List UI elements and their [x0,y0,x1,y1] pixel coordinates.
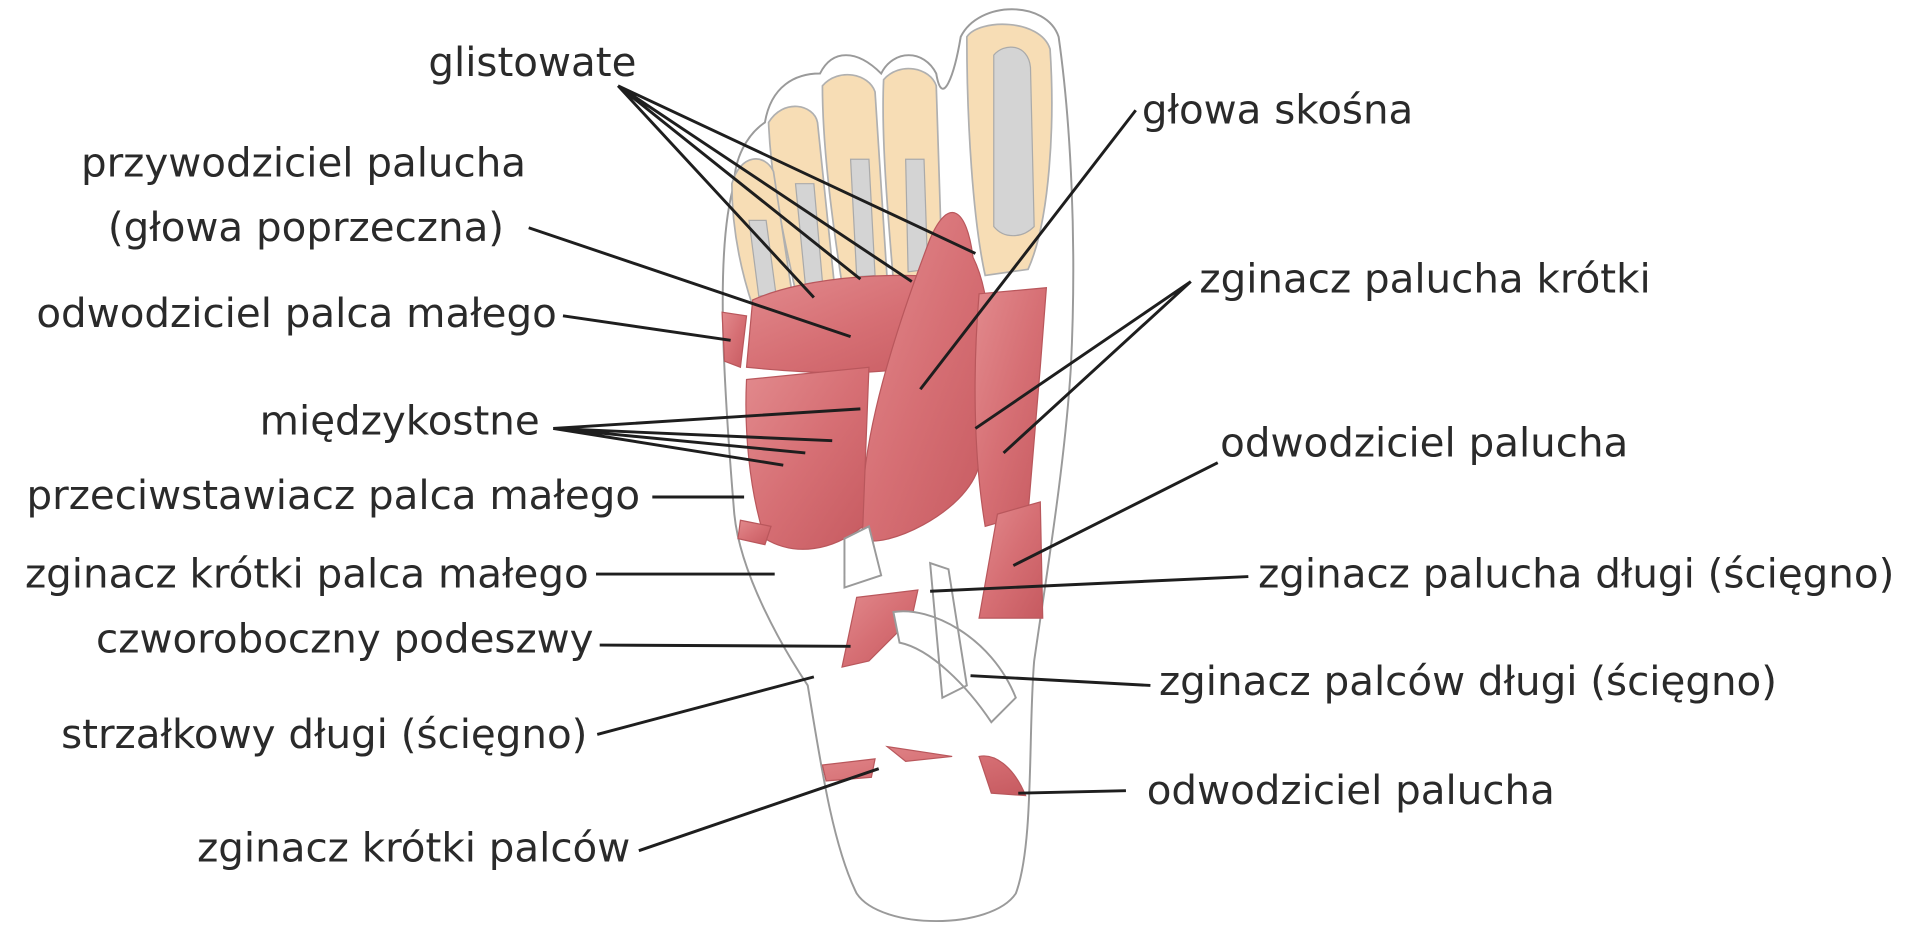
big-toe-bone [993,46,1035,237]
label-zginacz-krotki-palca-malego: zginacz krótki palca małego [25,551,589,598]
opponens-muscle [737,519,772,546]
tendons [843,524,1017,724]
label-odwodziciel-palucha-bottom: odwodziciel palucha [1147,767,1555,814]
oblique-head-muscle [861,212,991,542]
label-strzalkowy: strzałkowy długi (ścięgno) [61,711,587,758]
label-przywodziciel-2: (głowa poprzeczna) [108,204,504,251]
label-odwodziciel-palucha-top: odwodziciel palucha [1220,420,1628,467]
label-zginacz-krotki-palcow: zginacz krótki palców [197,825,630,872]
interossei-muscles [745,366,870,550]
label-zginacz-palucha-krotki: zginacz palucha krótki [1199,256,1650,303]
label-miedzykostne: międzykostne [260,398,540,445]
abductor-digiti-minimi-muscle [721,311,748,369]
quadratus-plantae-muscle [841,589,919,668]
labels: glistowate głowa skośna przywodziciel pa… [25,39,1894,872]
label-zginacz-palucha-dlugi: zginacz palucha długi (ścięgno) [1258,551,1894,598]
label-glowa-skosna: głowa skośna [1142,87,1413,134]
foot-illustration [721,8,1075,922]
label-odwodziciel-palca-malego: odwodziciel palca małego [36,290,556,337]
leader-lines [528,84,1249,853]
label-czworoboczny: czworoboczny podeszwy [96,615,594,662]
label-przeciwstawiacz: przeciwstawiacz palca małego [26,472,640,519]
label-glistowate: glistowate [428,39,636,86]
flexor-digitorum-brevis-muscle [821,745,1027,797]
label-przywodziciel-1: przywodziciel palucha [81,139,526,186]
label-zginacz-palcow-dlugi: zginacz palców długi (ścięgno) [1159,658,1777,705]
